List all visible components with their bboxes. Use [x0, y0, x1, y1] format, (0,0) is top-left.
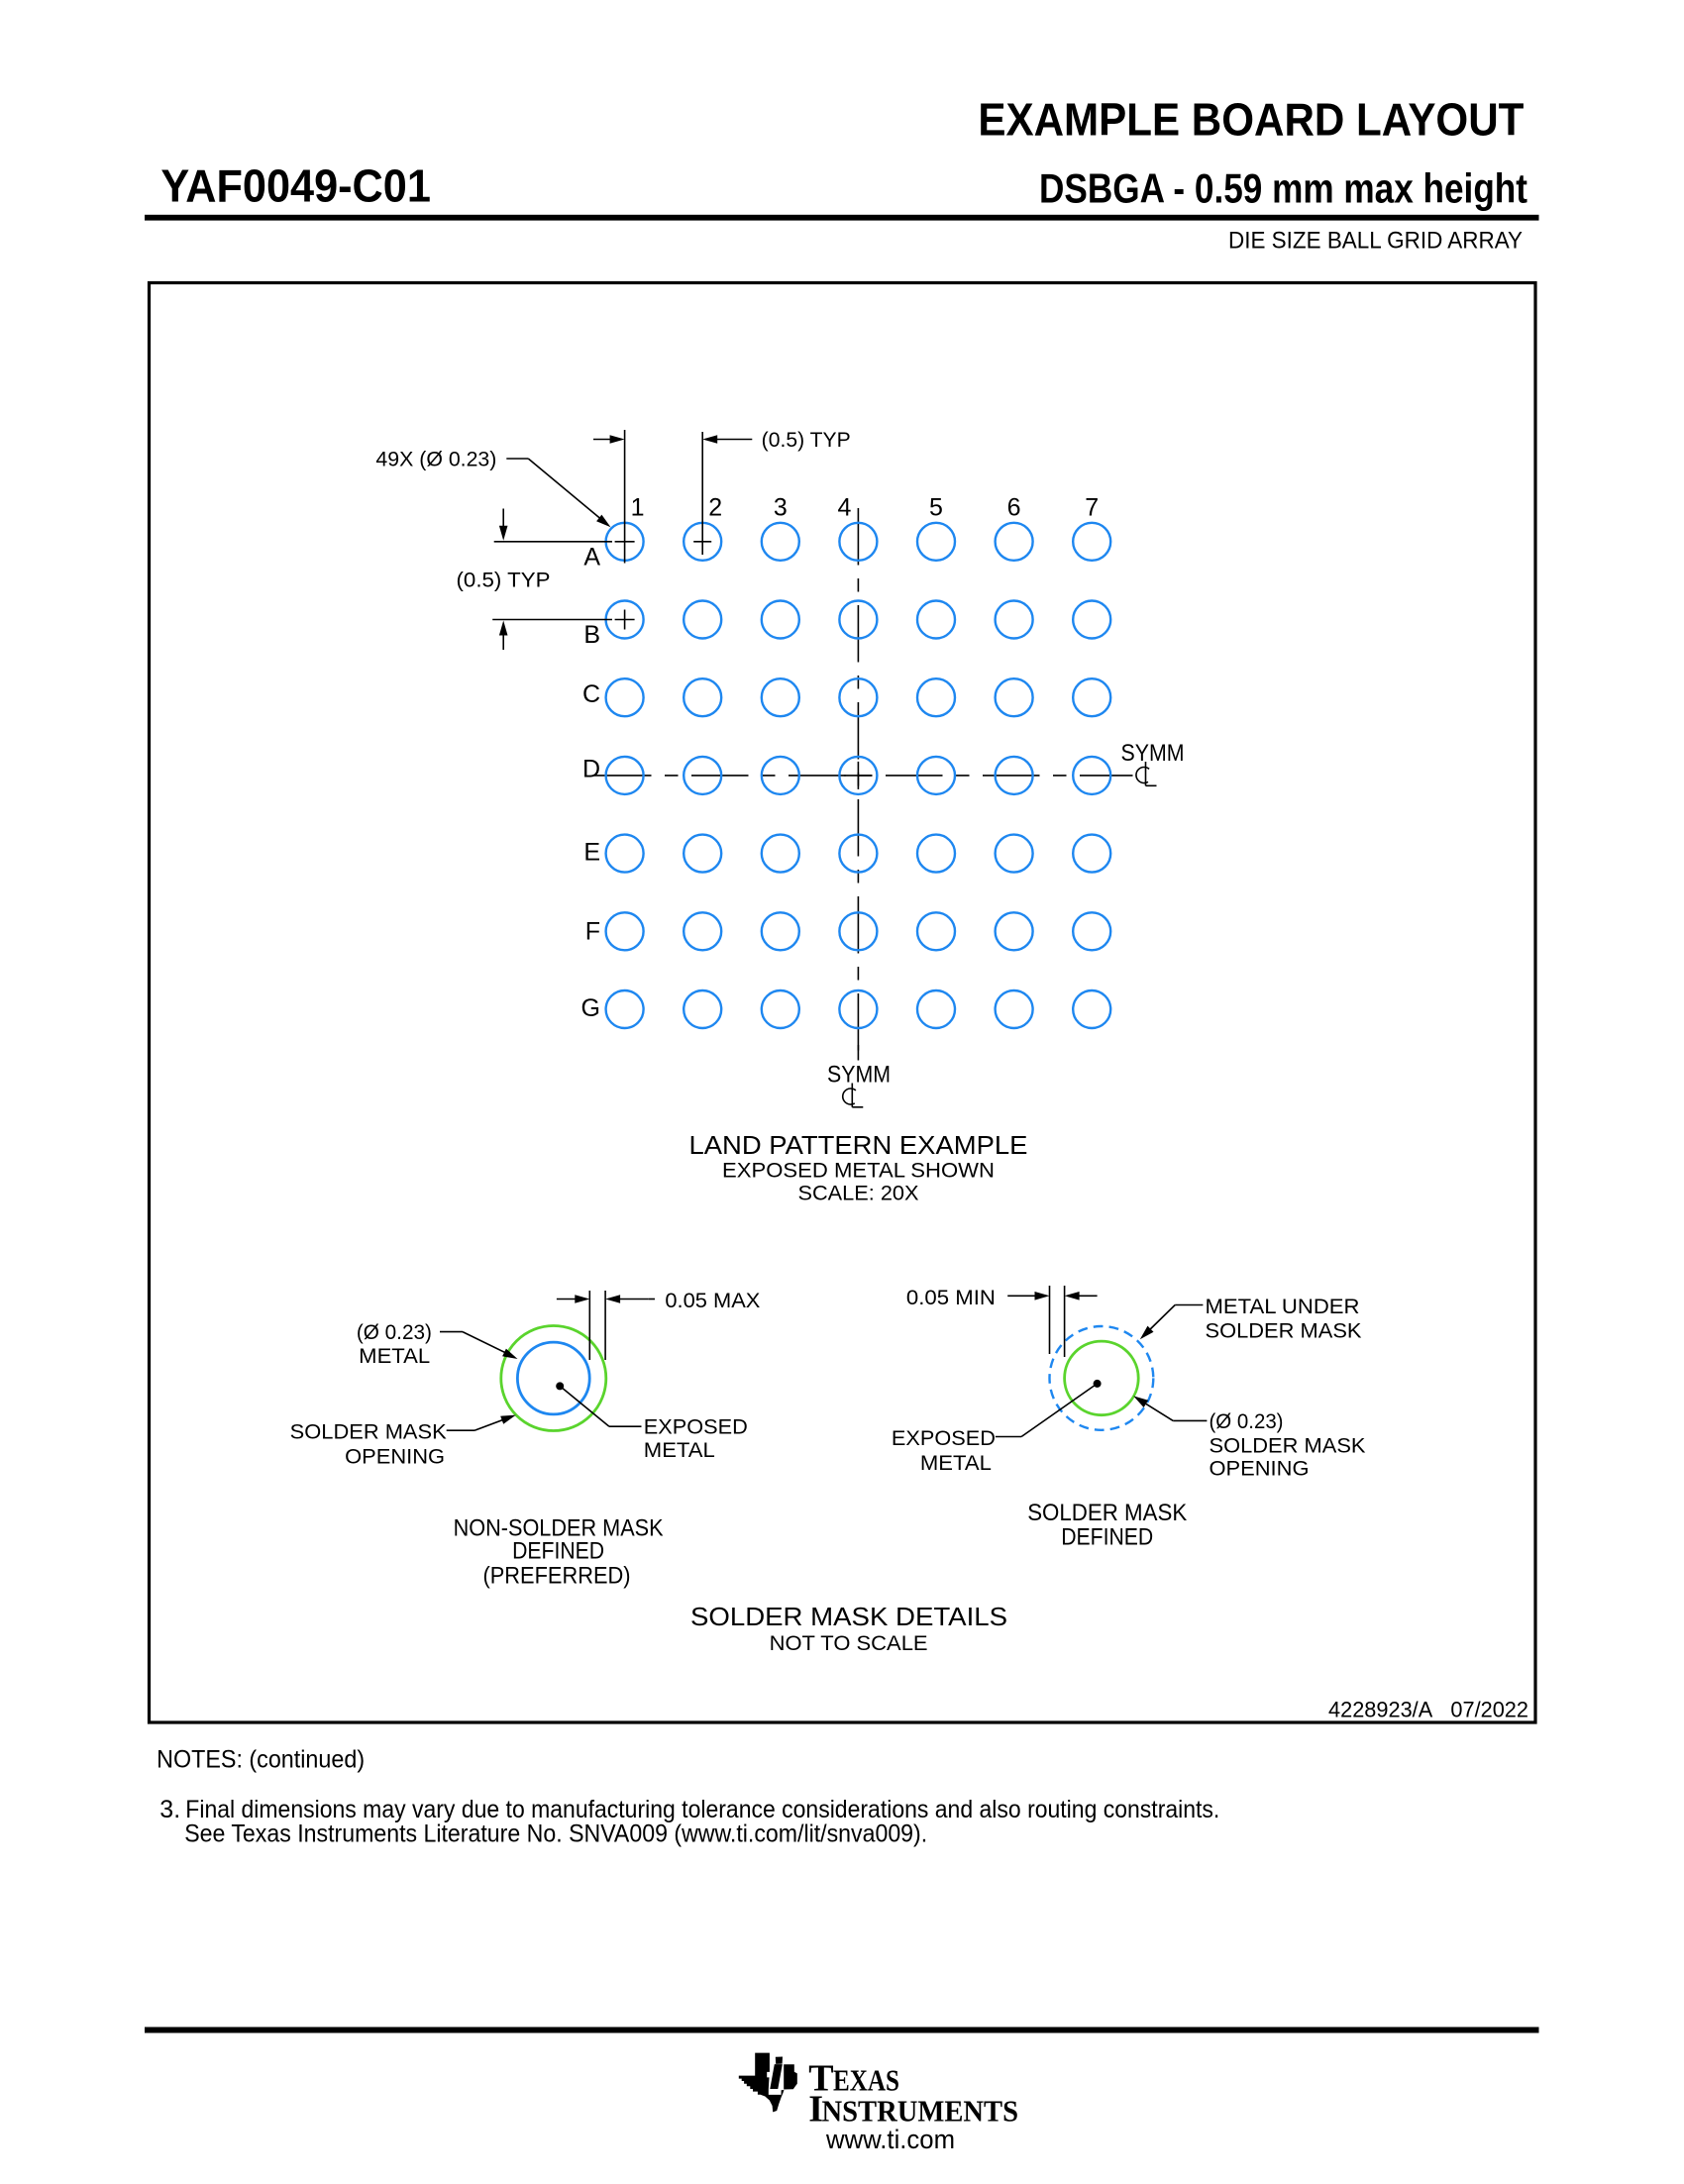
svg-text:5: 5 — [929, 494, 943, 522]
svg-text:SOLDER MASK: SOLDER MASK — [1206, 1320, 1362, 1343]
svg-text:EXPOSED METAL SHOWN: EXPOSED METAL SHOWN — [722, 1160, 995, 1183]
svg-text:NON-SOLDER MASK: NON-SOLDER MASK — [454, 1514, 664, 1541]
svg-text:NSTRUMENTS: NSTRUMENTS — [822, 2093, 1019, 2128]
svg-text:LAND PATTERN EXAMPLE: LAND PATTERN EXAMPLE — [689, 1130, 1028, 1160]
svg-text:DSBGA - 0.59 mm max height: DSBGA - 0.59 mm max height — [1039, 164, 1527, 211]
svg-text:EXAS: EXAS — [833, 2062, 899, 2097]
svg-text:7: 7 — [1085, 494, 1099, 522]
svg-text:I: I — [808, 2088, 823, 2130]
svg-text:SYMM: SYMM — [827, 1062, 891, 1089]
svg-text:EXAMPLE BOARD LAYOUT: EXAMPLE BOARD LAYOUT — [978, 94, 1524, 146]
svg-text:DIE SIZE BALL GRID ARRAY: DIE SIZE BALL GRID ARRAY — [1228, 228, 1523, 255]
svg-text:(0.5) TYP: (0.5) TYP — [457, 570, 551, 592]
svg-text:A: A — [583, 544, 600, 572]
svg-text:METAL: METAL — [359, 1345, 430, 1368]
svg-text:B: B — [583, 621, 600, 649]
svg-text:SOLDER MASK: SOLDER MASK — [1210, 1435, 1366, 1458]
svg-text:EXPOSED: EXPOSED — [892, 1427, 996, 1450]
svg-text:EXPOSED: EXPOSED — [644, 1416, 748, 1439]
svg-text:NOTES: (continued): NOTES: (continued) — [157, 1746, 365, 1774]
svg-text:Final dimensions may vary due: Final dimensions may vary due to manufac… — [185, 1796, 1219, 1823]
svg-text:www.ti.com: www.ti.com — [825, 2125, 955, 2154]
svg-text:0.05 MIN: 0.05 MIN — [906, 1287, 996, 1309]
svg-text:49X (Ø 0.23): 49X (Ø 0.23) — [375, 449, 496, 471]
svg-text:METAL UNDER: METAL UNDER — [1206, 1296, 1360, 1318]
svg-text:6: 6 — [1007, 494, 1021, 522]
svg-text:(PREFERRED): (PREFERRED) — [483, 1562, 631, 1589]
svg-text:METAL: METAL — [920, 1452, 992, 1475]
svg-text:0.05 MAX: 0.05 MAX — [665, 1290, 760, 1312]
svg-text:3: 3 — [774, 494, 788, 522]
svg-text:DEFINED: DEFINED — [1061, 1524, 1153, 1551]
svg-text:3.: 3. — [159, 1796, 180, 1823]
svg-text:(Ø 0.23): (Ø 0.23) — [1210, 1410, 1284, 1433]
svg-text:OPENING: OPENING — [345, 1445, 445, 1468]
svg-text:NOT TO SCALE: NOT TO SCALE — [770, 1632, 928, 1655]
svg-text:SYMM: SYMM — [1121, 740, 1185, 767]
svg-text:METAL: METAL — [644, 1439, 715, 1462]
svg-text:OPENING: OPENING — [1210, 1458, 1310, 1481]
svg-text:4: 4 — [837, 494, 851, 522]
svg-text:E: E — [583, 839, 600, 867]
svg-text:SCALE: 20X: SCALE: 20X — [798, 1183, 919, 1205]
svg-text:DEFINED: DEFINED — [512, 1538, 604, 1565]
svg-text:SOLDER MASK: SOLDER MASK — [290, 1421, 447, 1444]
svg-text:T: T — [808, 2057, 833, 2099]
svg-text:SOLDER MASK: SOLDER MASK — [1027, 1500, 1187, 1526]
svg-text:G: G — [581, 994, 600, 1022]
svg-text:C: C — [582, 680, 600, 708]
svg-text:2: 2 — [708, 494, 722, 522]
svg-text:D: D — [582, 755, 600, 782]
svg-text:(Ø 0.23): (Ø 0.23) — [357, 1321, 432, 1344]
svg-text:YAF0049-C01: YAF0049-C01 — [160, 160, 431, 212]
svg-text:F: F — [585, 918, 600, 946]
svg-text:See Texas Instruments Literatu: See Texas Instruments Literature No. SNV… — [184, 1820, 927, 1847]
svg-text:SOLDER MASK DETAILS: SOLDER MASK DETAILS — [690, 1602, 1007, 1631]
svg-text:(0.5) TYP: (0.5) TYP — [762, 429, 851, 452]
svg-text:4228923/A 07/2022: 4228923/A 07/2022 — [1328, 1698, 1528, 1722]
svg-text:1: 1 — [631, 494, 645, 522]
